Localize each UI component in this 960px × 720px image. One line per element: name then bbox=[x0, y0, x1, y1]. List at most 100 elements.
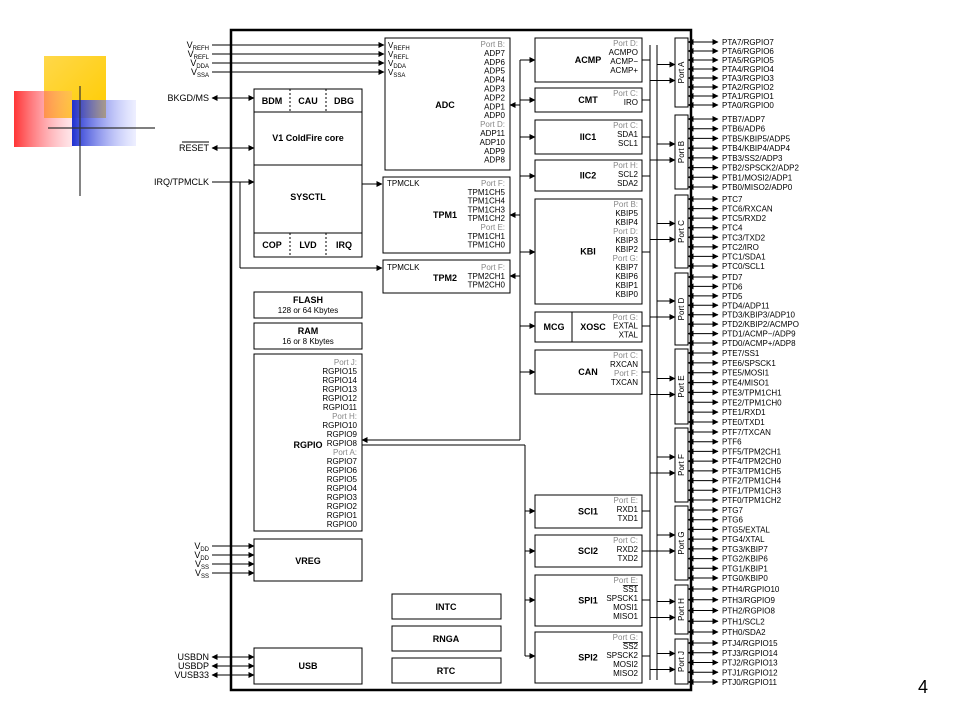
signal-label: TXD1 bbox=[618, 514, 639, 523]
signal-label: KBIP2 bbox=[615, 245, 638, 254]
pin-label: PTF3/TPM1CH5 bbox=[722, 467, 782, 476]
pin-label: PTF1/TPM1CH3 bbox=[722, 486, 782, 495]
mcg-title: MCG bbox=[544, 322, 565, 332]
pin-label: PTD6 bbox=[722, 282, 743, 291]
signal-label: TPM1CH4 bbox=[468, 197, 506, 206]
vreg-title: VREG bbox=[295, 556, 321, 566]
ram-size: 16 or 8 Kbytes bbox=[282, 337, 334, 346]
port-header: Port C: bbox=[613, 89, 638, 98]
signal-label: RGPIO0 bbox=[327, 520, 358, 529]
signal-label: SPSCK1 bbox=[606, 594, 638, 603]
pin-label: PTD7 bbox=[722, 273, 743, 282]
pin-label: PTA3/RGPIO3 bbox=[722, 74, 774, 83]
pin-label: PTC1/SDA1 bbox=[722, 252, 766, 261]
pin-vdda: VDDA bbox=[190, 58, 209, 70]
port-block-label: Port A bbox=[677, 61, 686, 83]
pin-label: PTA5/RGPIO5 bbox=[722, 56, 774, 65]
port-header: Port F: bbox=[481, 263, 505, 272]
port-header: Port D: bbox=[613, 227, 638, 236]
signal-label: ADP8 bbox=[484, 156, 505, 165]
flash-block: FLASH 128 or 64 Kbytes bbox=[253, 291, 363, 319]
pin-label: PTB5/KBIP5/ADP5 bbox=[722, 134, 791, 143]
module-title: IIC1 bbox=[580, 132, 597, 142]
signal-label: RGPIO13 bbox=[322, 385, 357, 394]
signal-label: SS1 bbox=[623, 585, 639, 594]
module-title: IIC2 bbox=[580, 171, 597, 181]
port-header: Port D: bbox=[613, 39, 638, 48]
pin-label: PTG5/EXTAL bbox=[722, 525, 770, 534]
pin-label: PTA1/RGPIO1 bbox=[722, 92, 774, 101]
tpmclk-routing bbox=[239, 181, 383, 271]
signal-label: SPSCK2 bbox=[606, 651, 638, 660]
port-block-label: Port F bbox=[677, 454, 686, 476]
pin-label: PTF5/TPM2CH1 bbox=[722, 447, 782, 456]
pin-label: PTF0/TPM1CH2 bbox=[722, 496, 782, 505]
ram-block: RAM 16 or 8 Kbytes bbox=[253, 322, 363, 350]
adc-title: ADC bbox=[435, 100, 455, 110]
signal-label: RGPIO4 bbox=[327, 484, 358, 493]
pin-vss2: VSS bbox=[195, 568, 209, 580]
port-header: Port J: bbox=[334, 358, 357, 367]
port-header: Port E: bbox=[481, 223, 505, 232]
pin-label: PTG7 bbox=[722, 506, 743, 515]
module-title: CMT bbox=[578, 95, 598, 105]
signal-label: KBIP4 bbox=[615, 218, 638, 227]
port-header: Port C: bbox=[613, 351, 638, 360]
rgpio-module: RGPIO Port J:RGPIO15RGPIO14RGPIO13RGPIO1… bbox=[253, 353, 363, 532]
port-header: Port G: bbox=[613, 313, 638, 322]
cau-label: CAU bbox=[298, 96, 318, 106]
signal-label: TXD2 bbox=[618, 554, 639, 563]
cop-label: COP bbox=[262, 240, 282, 250]
signal-label: TPM1CH5 bbox=[468, 188, 506, 197]
signal-label: RGPIO7 bbox=[327, 457, 358, 466]
pin-label: PTC7 bbox=[722, 195, 743, 204]
port-e: Port EPTE7/SS1PTE6/SPSCK1PTE5/MOSI1PTE4/… bbox=[650, 348, 782, 427]
pin-label: PTE5/MOSI1 bbox=[722, 369, 770, 378]
pin-label: PTF6 bbox=[722, 438, 742, 447]
adc-input-label: VSSA bbox=[388, 68, 405, 79]
pin-label: PTD0/ACMP+/ADP8 bbox=[722, 339, 796, 348]
vreg-block: VREG bbox=[253, 538, 363, 582]
signal-label: SDA1 bbox=[617, 130, 638, 139]
signal-label: ADP11 bbox=[480, 129, 505, 138]
intc-block: INTC bbox=[391, 593, 502, 620]
signal-label: TPM1CH2 bbox=[468, 214, 506, 223]
pin-label: PTJ2/RGPIO13 bbox=[722, 659, 778, 668]
pin-label: PTE0/TXD1 bbox=[722, 418, 765, 427]
signal-label: ACMP+ bbox=[610, 66, 638, 75]
internal-bus bbox=[361, 45, 658, 680]
adc-input-label: VDDA bbox=[388, 59, 406, 70]
signal-label: RGPIO11 bbox=[323, 403, 358, 412]
signal-label: ADP9 bbox=[484, 147, 505, 156]
pin-label: PTH4/RGPIO10 bbox=[722, 585, 780, 594]
signal-label: MOSI1 bbox=[613, 603, 638, 612]
adc-input-label: VREFL bbox=[388, 50, 409, 61]
pin-label: PTB0/MISO2/ADP0 bbox=[722, 183, 793, 192]
pin-label: PTD5 bbox=[722, 292, 743, 301]
pin-label: PTJ3/RGPIO14 bbox=[722, 649, 778, 658]
signal-label: SCL1 bbox=[618, 139, 639, 148]
signal-label: RGPIO5 bbox=[327, 475, 358, 484]
irq-label: IRQ bbox=[336, 240, 352, 250]
pin-label: PTC5/RXD2 bbox=[722, 214, 767, 223]
port-block-label: Port G bbox=[677, 531, 686, 554]
signal-label: KBIP6 bbox=[615, 272, 638, 281]
pin-label: PTH3/RGPIO9 bbox=[722, 596, 775, 605]
pin-vrefh: VREFH bbox=[187, 40, 209, 52]
pin-label: PTB2/SPSCK2/ADP2 bbox=[722, 164, 799, 173]
port-header: Port C: bbox=[613, 121, 638, 130]
pin-label: PTF2/TPM1CH4 bbox=[722, 477, 782, 486]
pin-label: PTC3/TXD2 bbox=[722, 233, 766, 242]
adc-input-label: VREFH bbox=[388, 41, 410, 52]
signal-label: KBIP3 bbox=[615, 236, 638, 245]
flash-size: 128 or 64 Kbytes bbox=[278, 306, 338, 315]
pin-label: PTA0/RGPIO0 bbox=[722, 101, 774, 110]
signal-label: RGPIO1 bbox=[327, 511, 358, 520]
signal-label: ADP7 bbox=[484, 49, 505, 58]
pin-label: PTE4/MISO1 bbox=[722, 379, 770, 388]
